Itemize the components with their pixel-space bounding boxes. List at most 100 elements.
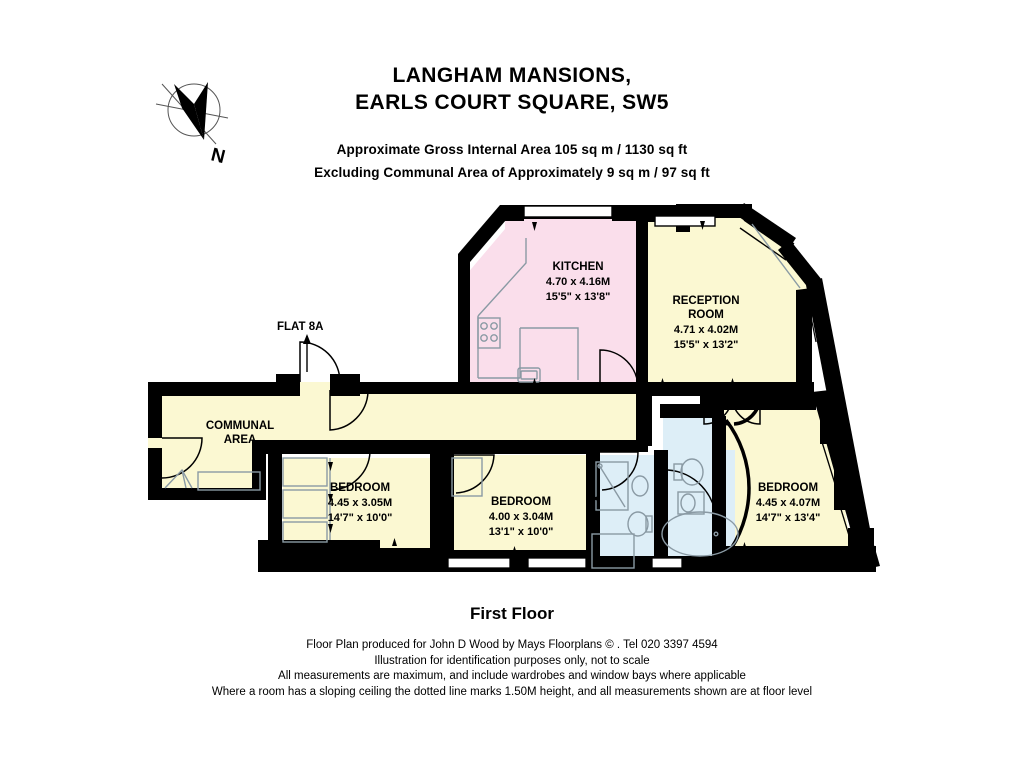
marker-reception-bottom-a [660,378,665,386]
wardrobe-3 [282,521,328,543]
marker-bed2-right [590,496,599,501]
window-bed3-right-b [839,503,865,553]
wall-communal-left-door-gap [148,438,162,448]
wc-1-cistern [645,515,653,533]
wall-kitchen-window-block-left [500,205,524,221]
bedroom-3-name: BEDROOM [758,482,818,494]
wall-reception-bay-diag2 [778,240,822,290]
basin-2-counter [677,491,705,515]
wall-kitchen-window-block-right [612,205,648,221]
wc-2-cistern [673,463,683,481]
window-kitchen-top [523,205,613,218]
wall-corridor-top-right [360,382,470,394]
bedroom-2-fill [452,455,588,556]
wall-communal-top-step [276,374,300,396]
wall-reception-bottom [636,382,814,396]
page-title: LANGHAM MANSIONS, EARLS COURT SQUARE, SW… [0,62,1024,116]
disclaimer-block: Floor Plan produced for John D Wood by M… [0,638,1024,700]
area-summary: Approximate Gross Internal Area 105 sq m… [0,138,1024,184]
wc-2-icon [680,458,704,486]
flat-entrance-annotation: FLAT 8A [277,321,323,372]
wall-ensuite-curve [712,416,726,560]
wall-kitchen-right [636,219,648,390]
wall-communal-top-right [330,374,360,396]
hall-fill [330,390,640,448]
marker-bed1-b [328,494,333,503]
kitchen-island [520,327,579,380]
reception-name-line1: RECEPTION [672,295,739,307]
reception-room-fill [640,218,800,382]
marker-bed1-bottom [392,538,397,546]
marker-reception-bottom-b [730,378,735,386]
door-kitchen-hall [599,349,639,389]
window-bath-bottom [651,557,683,569]
kitchen-sink-bowl [520,370,538,380]
kitchen-name: KITCHEN [552,261,603,273]
title-line-1: LANGHAM MANSIONS, [392,64,632,87]
fixtures [164,223,801,569]
compass-rose-icon: N [155,82,229,168]
hob-burner-1 [480,322,488,330]
wall-bed1-bottom [258,540,380,572]
floor-label: First Floor [469,604,555,623]
kitchen-dim-imperial: 15'5" x 13'8" [546,291,611,303]
reception-dim-metric: 4.71 x 4.02M [674,324,738,336]
bath-tub-rect [591,533,635,569]
marker-bed3-top [742,400,747,409]
reception-name-line2: ROOM [688,309,724,321]
kitchen-counter-run [477,238,527,317]
disclaimer-line-4: Where a room has a sloping ceiling the d… [211,685,813,698]
doors [161,341,761,521]
communal-bench [197,471,261,491]
reception-bay-inner [751,223,801,289]
window-bed2-bottom-a [447,557,511,569]
marker-bed1-c [328,524,333,533]
marker-reception-right [797,332,806,337]
communal-name-line2: AREA [224,434,257,446]
bedroom-2-name: BEDROOM [491,496,551,508]
wardrobe-1 [282,457,328,487]
marker-kitchen-bottom [532,378,537,386]
door-leaf-reception-left [702,397,731,426]
wall-bed1-left [268,452,282,548]
bedroom-3-fill [718,410,852,555]
bedroom-3-dim-metric: 4.45 x 4.07M [756,497,820,509]
excluding-communal-area-line: Excluding Communal Area of Approximately… [314,165,710,180]
hob-burner-2 [490,322,498,330]
wc-1-icon [627,511,649,537]
door-communal-left [161,437,203,479]
window-openings [447,205,865,569]
door-ensuite [667,469,717,521]
door-reception-right [731,395,761,425]
wall-bed1-bottom-step [370,548,440,572]
shower-head-icon [597,463,603,469]
kitchen-dim-metric: 4.70 x 4.16M [546,276,610,288]
wall-kitchen-bottom [458,382,648,394]
bedroom-2-dim-imperial: 13'1" x 10'0" [489,526,554,538]
basin-1-icon [631,475,649,497]
door-bedroom-1 [330,451,371,491]
communal-stair-line [181,469,187,489]
ensuite-corner-fill [663,410,720,460]
door-flat-entrance [299,341,341,383]
kitchen-hob-icon [477,317,501,349]
bedroom-1-fill [283,458,430,552]
wall-kitchen-topleft-angle [458,205,512,262]
shower-diagonal [598,464,626,508]
marker-bed1-a [328,462,333,471]
wardrobe-2 [282,489,328,519]
wall-corridor-bottom [262,440,600,454]
marker-bed2-left [441,496,450,501]
hob-burner-3 [480,334,488,342]
door-bedroom-2 [454,454,495,494]
wall-bed3-bottom [718,546,876,572]
door-reception-left [703,395,733,425]
door-leaf-reception-right [733,397,762,426]
disclaimer-line-3: All measurements are maximum, and includ… [278,670,746,682]
window-reception-top [654,215,716,227]
room-labels: KITCHEN 4.70 x 4.16M 15'5" x 13'8" RECEP… [206,261,820,538]
door-bathroom [600,451,639,491]
window-reception-right [799,299,817,343]
disclaimer-line-1: Floor Plan produced for John D Wood by M… [306,639,718,651]
